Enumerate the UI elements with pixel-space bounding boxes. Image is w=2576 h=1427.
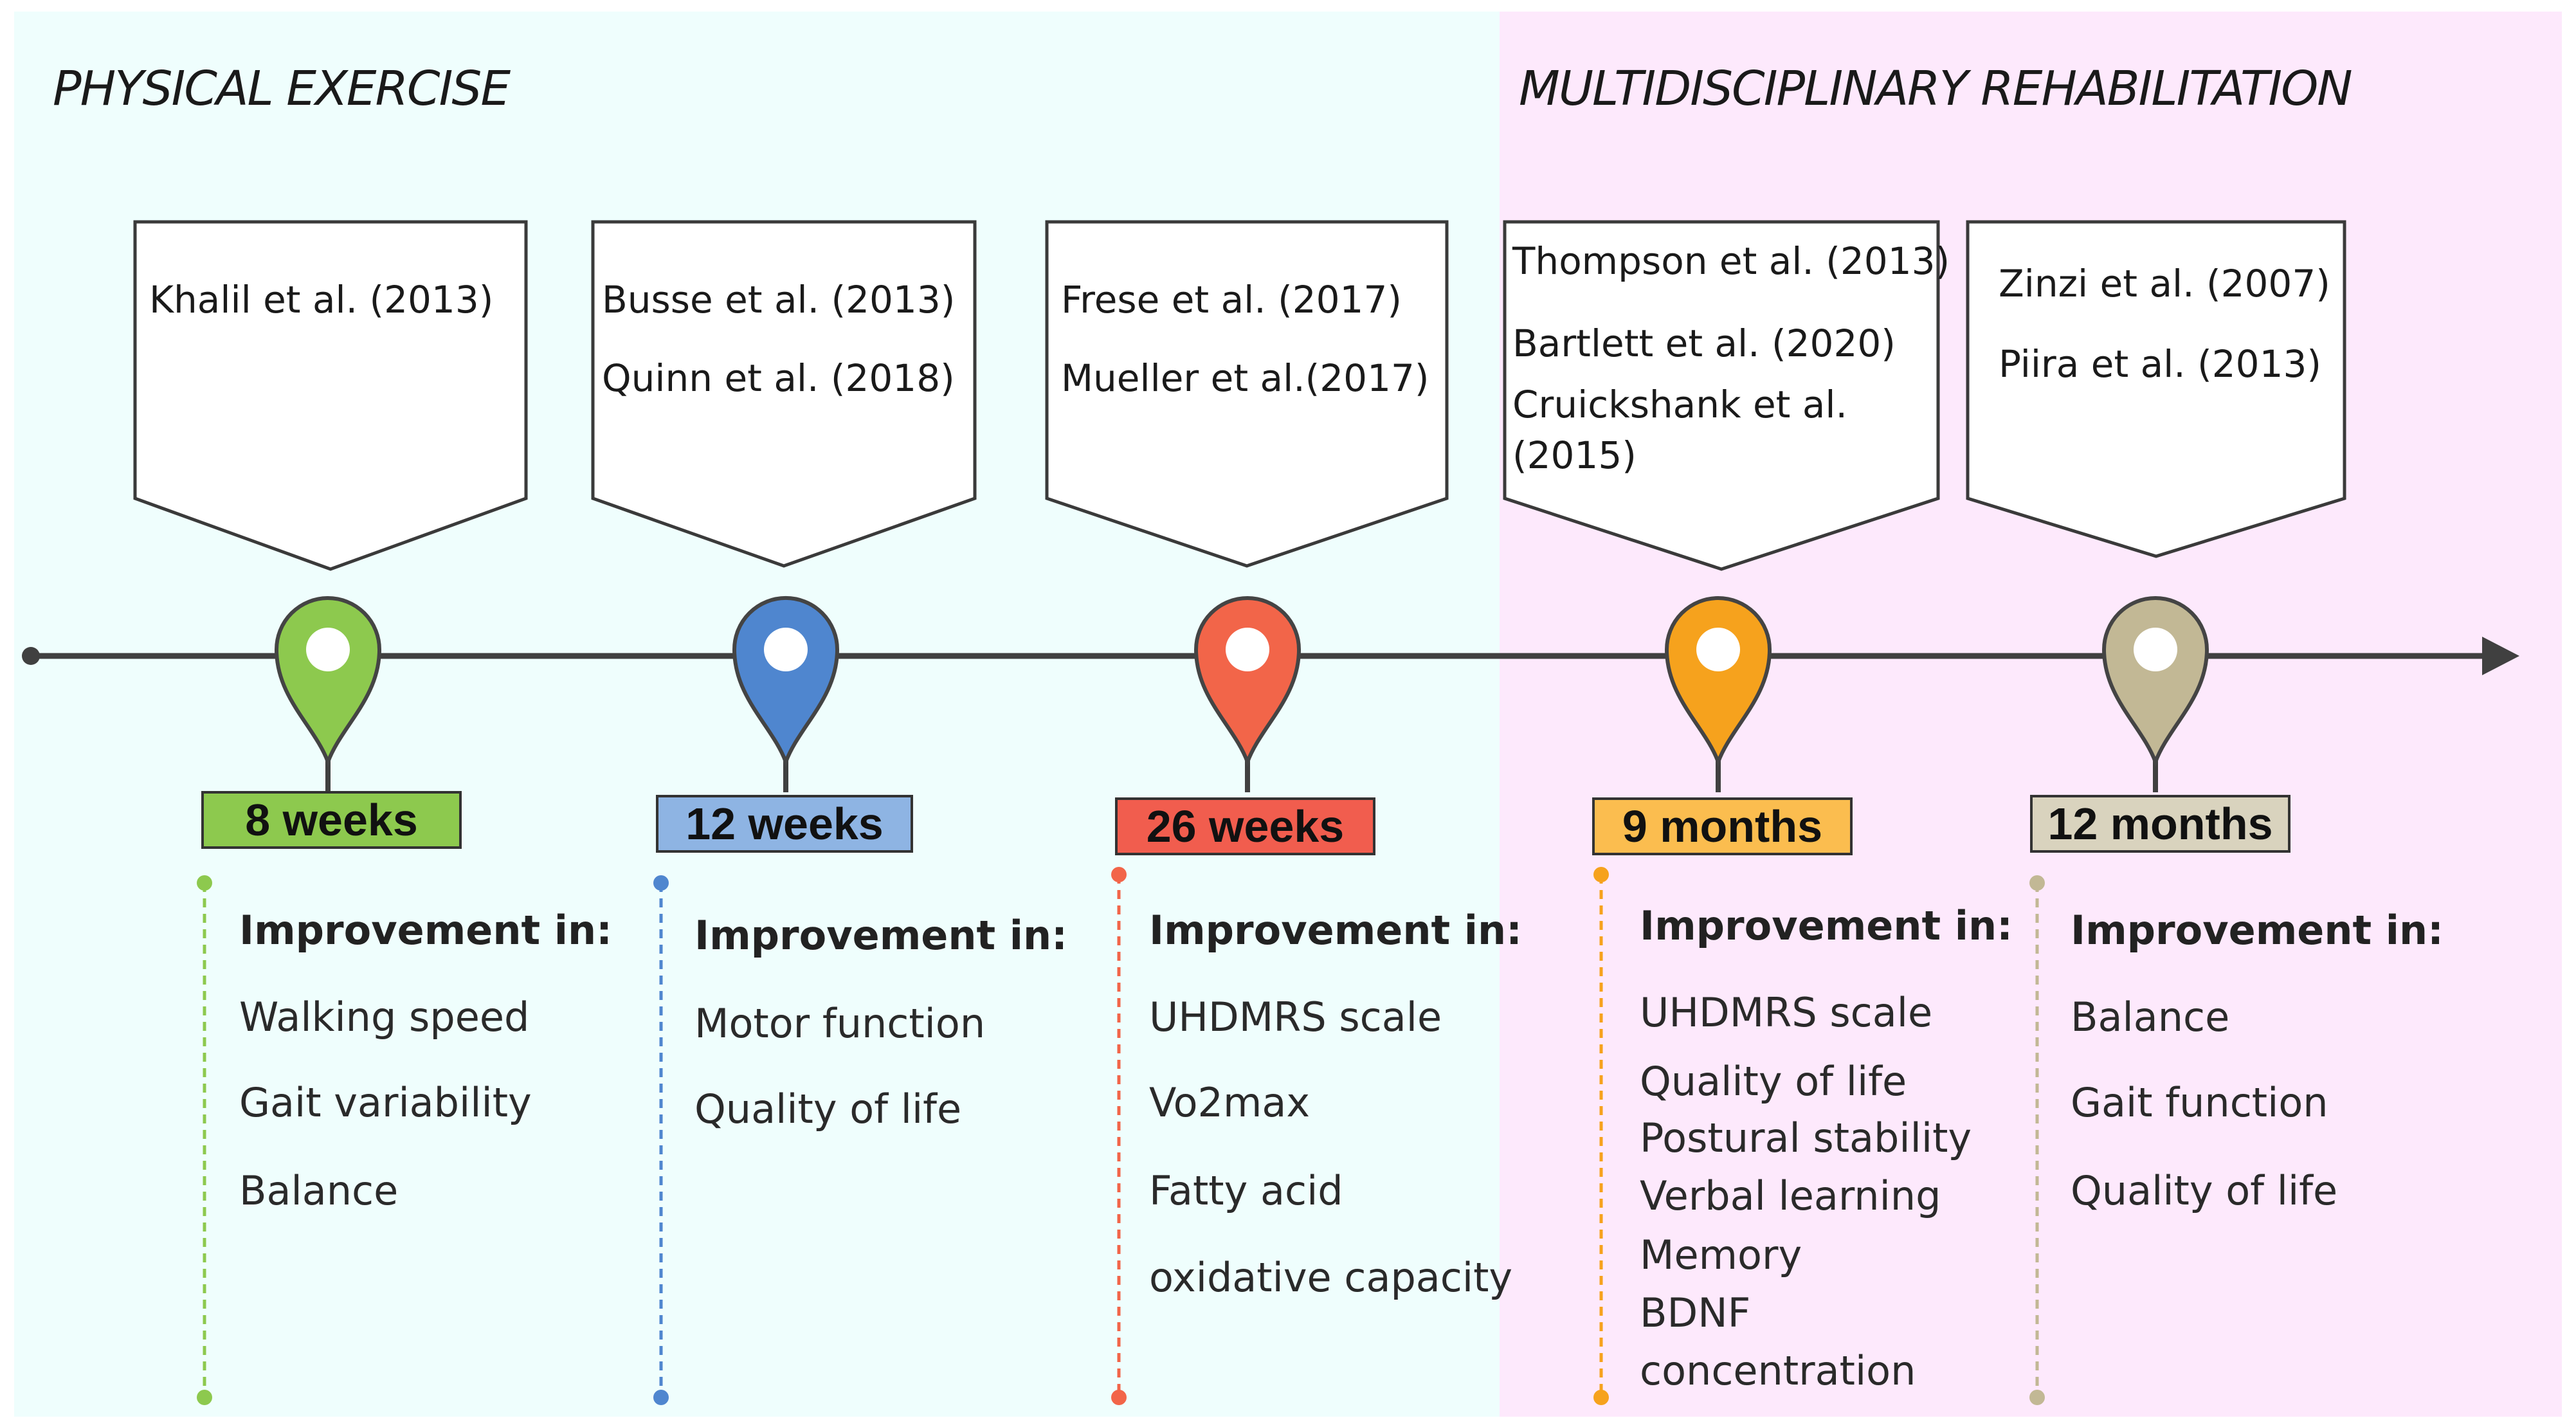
improvement-heading: Improvement in: [239,907,612,954]
improvement-item: Postural stability [1640,1114,1972,1161]
improvement-item: Quality of life [694,1086,962,1132]
period-label-12-weeks: 12 weeks [656,795,913,853]
improvement-item: concentration [1640,1347,1916,1394]
connector-dot [197,875,212,891]
pin-center-dot [306,628,350,671]
location-pin-icon [2101,596,2209,768]
reference-callout-box [1966,220,2346,558]
reference-piira: Piira et al. (2013) [1999,342,2322,386]
period-label-26-weeks: 26 weeks [1115,797,1375,855]
reference-callout-box [133,220,528,571]
pin-center-dot [2134,628,2177,671]
reference-busse: Busse et al. (2013) [602,278,956,322]
pin-center-dot [1696,628,1740,671]
connector-dot [653,1390,669,1405]
improvement-item: Walking speed [239,994,530,1041]
period-label-8-weeks: 8 weeks [201,791,462,849]
timeline-start-dot [22,647,40,665]
improvement-item: UHDMRS scale [1640,989,1933,1036]
timeline-arrow-head [2482,637,2519,675]
improvement-item: Quality of life [1640,1058,1907,1105]
reference-callout-box [1503,220,1940,571]
reference-callout-box [591,220,977,568]
location-pin-icon [1664,596,1772,768]
reference-khalil: Khalil et al. (2013) [149,278,494,322]
location-pin-icon [274,596,382,768]
reference-mueller: Mueller et al.(2017) [1061,356,1429,400]
reference-bartlett: Bartlett et al. (2020) [1512,322,1896,365]
reference-thompson: Thompson et al. (2013) [1512,239,1950,283]
improvement-heading: Improvement in: [694,912,1067,959]
improvement-item: Balance [239,1167,399,1214]
improvement-item: Verbal learning [1640,1172,1941,1219]
connector-dot [2029,875,2045,891]
connector-dot [653,875,669,891]
connector-dot [1111,1390,1127,1405]
reference-zinzi: Zinzi et al. (2007) [1999,262,2330,305]
improvement-item: UHDMRS scale [1149,994,1442,1041]
improvement-item: Vo2max [1149,1079,1311,1126]
improvement-item: Memory [1640,1232,1802,1278]
physical-exercise-title: PHYSICAL EXERCISE [53,61,511,116]
connector-dot [1593,867,1609,882]
improvement-item: Gait function [2071,1079,2328,1126]
pin-center-dot [1226,628,1269,671]
reference-cruickshank-year: (2015) [1512,433,1637,477]
improvement-item: oxidative capacity [1149,1254,1513,1301]
improvement-heading: Improvement in: [2071,907,2444,954]
connector-dot [197,1390,212,1405]
improvement-item: Gait variability [239,1079,532,1126]
reference-quinn: Quinn et al. (2018) [602,356,955,400]
reference-cruickshank: Cruickshank et al. [1512,383,1847,426]
location-pin-icon [1193,596,1302,768]
reference-callout-box [1045,220,1449,568]
improvement-item: Balance [2071,994,2230,1041]
improvement-item: Motor function [694,1000,986,1047]
connector-dot [1111,867,1127,882]
improvement-item: Quality of life [2071,1167,2338,1214]
improvement-heading: Improvement in: [1149,907,1522,954]
reference-frese: Frese et al. (2017) [1061,278,1402,322]
improvement-heading: Improvement in: [1640,902,2013,949]
pin-center-dot [764,628,808,671]
improvement-item: Fatty acid [1149,1167,1343,1214]
connector-dot [1593,1390,1609,1405]
period-label-9-months: 9 months [1592,797,1853,855]
multidisciplinary-rehabilitation-title: MULTIDISCIPLINARY REHABILITATION [1519,61,2353,116]
location-pin-icon [732,596,840,768]
improvement-item: BDNF [1640,1289,1751,1336]
period-label-12-months: 12 months [2030,795,2290,853]
connector-dot [2029,1390,2045,1405]
